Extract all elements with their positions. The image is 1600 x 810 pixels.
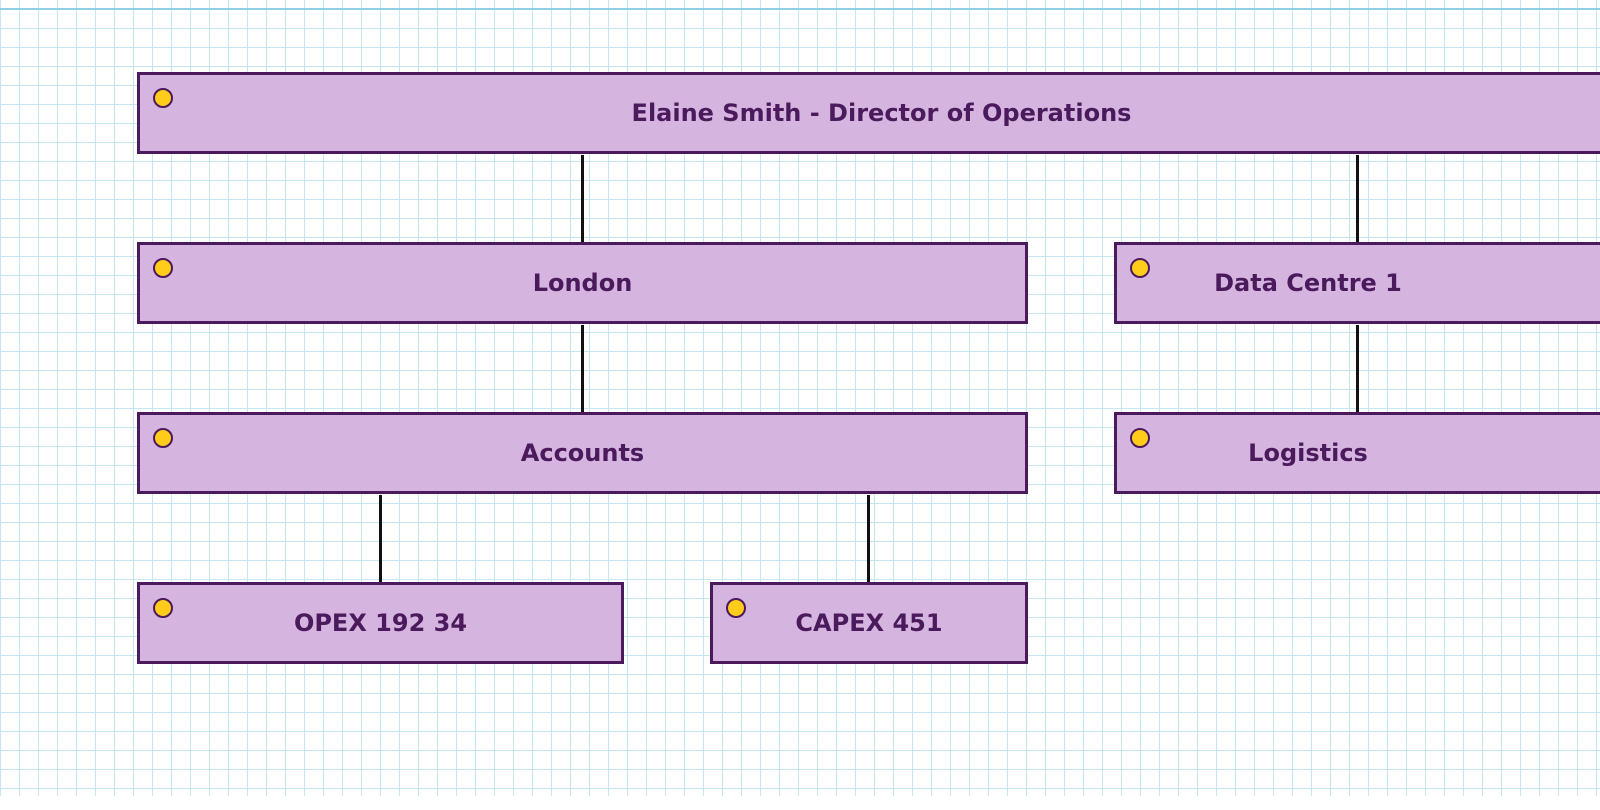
connector-london-accounts [581, 325, 584, 413]
node-london-label: London [532, 269, 633, 297]
canvas-bottom-edge [0, 796, 1600, 810]
node-logistics-label: Logistics [1248, 439, 1368, 467]
node-status-dot [153, 598, 173, 618]
node-datacentre-label: Data Centre 1 [1214, 269, 1402, 297]
connector-director-datacentre [1356, 155, 1359, 243]
node-logistics[interactable]: Logistics [1114, 412, 1600, 494]
node-capex-label: CAPEX 451 [795, 609, 943, 637]
node-opex[interactable]: OPEX 192 34 [137, 582, 624, 664]
node-status-dot [1130, 428, 1150, 448]
node-status-dot [1130, 258, 1150, 278]
node-status-dot [153, 88, 173, 108]
node-accounts[interactable]: Accounts [137, 412, 1028, 494]
connector-accounts-capex [867, 495, 870, 583]
node-status-dot [726, 598, 746, 618]
connector-accounts-opex [379, 495, 382, 583]
node-status-dot [153, 428, 173, 448]
node-london[interactable]: London [137, 242, 1028, 324]
node-capex[interactable]: CAPEX 451 [710, 582, 1028, 664]
node-accounts-label: Accounts [520, 439, 645, 467]
node-opex-label: OPEX 192 34 [293, 609, 468, 637]
canvas-top-border [0, 8, 1600, 10]
node-status-dot [153, 258, 173, 278]
node-director-label: Elaine Smith - Director of Operations [631, 99, 1132, 127]
connector-director-london [581, 155, 584, 243]
node-director[interactable]: Elaine Smith - Director of Operations [137, 72, 1600, 154]
connector-datacentre-logistics [1356, 325, 1359, 413]
node-datacentre[interactable]: Data Centre 1 [1114, 242, 1600, 324]
